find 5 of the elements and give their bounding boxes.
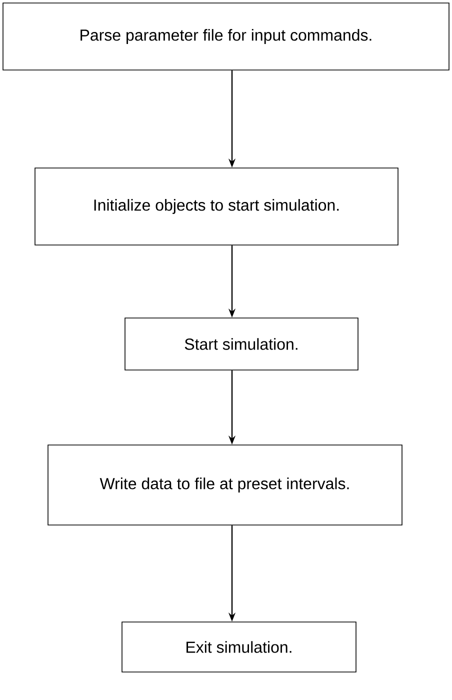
process-box: Exit simulation.: [122, 622, 356, 672]
process-box: Write data to file at preset intervals.: [48, 444, 402, 526]
process-box: Initialize objects to start simulation.: [34, 168, 398, 246]
process-box: Parse parameter file for input commands.: [2, 2, 450, 70]
process-box: Start simulation.: [124, 318, 358, 370]
